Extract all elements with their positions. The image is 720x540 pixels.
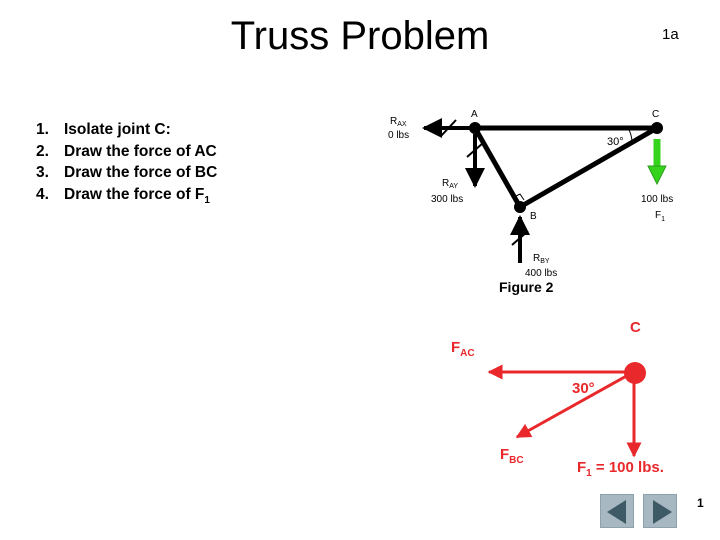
joint-c-node <box>624 362 646 384</box>
step-number: 3. <box>36 164 49 181</box>
step-text: Isolate joint C: <box>64 121 171 138</box>
rax-label: RAX <box>390 116 407 128</box>
step-list: 1. Isolate joint C: 2. Draw the force of… <box>36 119 217 211</box>
fac-label: FAC <box>451 339 475 359</box>
right-angle-mark <box>513 193 525 201</box>
rax-slash <box>440 119 457 137</box>
ray-label: RAY <box>442 178 458 190</box>
f1-value: 100 lbs <box>641 194 673 205</box>
joint-b <box>514 201 526 213</box>
fbd-angle-label: 30° <box>572 380 595 397</box>
joint-c <box>651 122 663 134</box>
member-ab <box>472 126 523 209</box>
triangle-left-icon <box>607 500 626 524</box>
slide-number: 1 <box>697 496 704 510</box>
f1-label: F1 <box>655 210 665 223</box>
page-tag: 1a <box>662 26 679 43</box>
step-number: 4. <box>36 185 49 203</box>
fbc-arrow <box>515 372 631 439</box>
rax-value: 0 lbs <box>388 130 409 141</box>
joint-a <box>469 122 481 134</box>
fbd-joint-label: C <box>630 319 641 336</box>
free-body-diagram: C FAC 30° FBC F1 = 100 lbs. <box>451 319 664 479</box>
previous-slide-button[interactable] <box>600 494 634 528</box>
step-number: 1. <box>36 121 49 138</box>
member-bc <box>518 125 659 210</box>
rby-slash <box>511 230 529 246</box>
joint-label-b: B <box>530 211 537 222</box>
step-item: 2. Draw the force of AC <box>36 141 217 163</box>
step-item: 3. Draw the force of BC <box>36 162 217 184</box>
angle-arc <box>627 127 633 143</box>
step-text: Draw the force of AC <box>64 142 217 160</box>
step-text: Draw the force of BC <box>64 164 218 181</box>
step-item: 1. Isolate joint C: <box>36 119 217 141</box>
rby-value: 400 lbs <box>525 268 557 279</box>
fbc-label: FBC <box>500 446 524 466</box>
next-slide-button[interactable] <box>643 494 677 528</box>
figure-caption: Figure 2 <box>499 279 554 295</box>
joint-label-a: A <box>471 109 478 120</box>
truss-diagram: A B C 30° RAX 0 lbs RAY 300 lbs RBY 400 … <box>388 109 673 295</box>
ray-value: 300 lbs <box>431 194 463 205</box>
slide-title: Truss Problem <box>230 14 490 58</box>
step-number: 2. <box>36 142 49 160</box>
angle-label: 30° <box>607 136 624 148</box>
ray-slash <box>466 142 484 158</box>
rby-label: RBY <box>533 253 550 265</box>
step-item: 4. Draw the force of F1 <box>36 184 217 212</box>
step-subscript: 1 <box>204 194 210 206</box>
f1-arrowhead <box>647 165 667 186</box>
triangle-right-icon <box>653 500 672 524</box>
step-text: Draw the force of F1 <box>64 185 210 206</box>
fbd-f1-label: F1 = 100 lbs. <box>577 459 664 479</box>
joint-label-c: C <box>652 109 659 120</box>
